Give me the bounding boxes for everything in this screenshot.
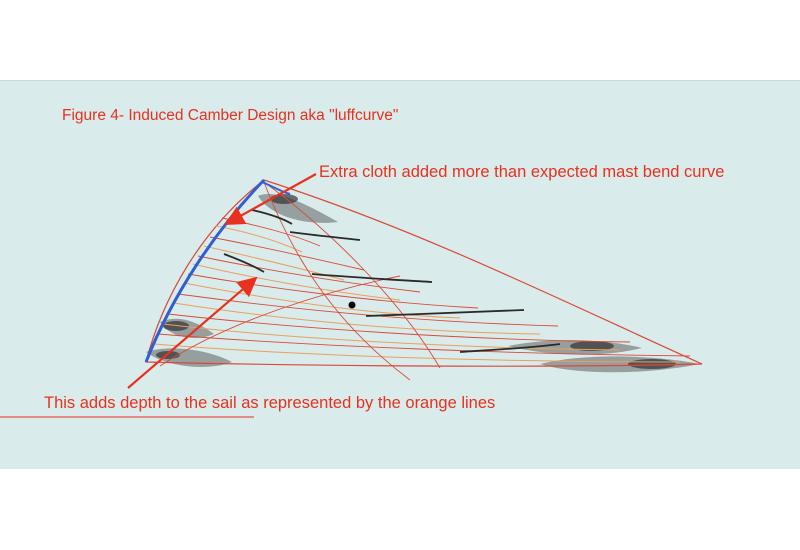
annotation-extra-cloth: Extra cloth added more than expected mas…	[319, 163, 725, 181]
annotation-depth: This adds depth to the sail as represent…	[44, 394, 496, 412]
draft-stripes	[223, 209, 561, 353]
arrow-bottom	[127, 276, 258, 389]
draft-stripe-1	[251, 209, 293, 225]
diagram-background	[0, 80, 800, 469]
draft-stripe-6	[459, 343, 561, 353]
draft-stripe-4	[311, 273, 433, 283]
draft-stripe-5	[365, 309, 525, 317]
mast-bend-line	[144, 178, 266, 363]
center-of-effort-dot	[348, 301, 356, 309]
draft-stripe-3	[223, 253, 265, 273]
figure-title: Figure 4- Induced Camber Design aka "luf…	[62, 107, 399, 124]
head-tick	[261, 181, 291, 195]
sail-outline	[145, 179, 703, 367]
draft-stripe-2	[289, 231, 361, 241]
arrow-top	[224, 173, 317, 225]
red-seam-lines	[157, 181, 691, 381]
